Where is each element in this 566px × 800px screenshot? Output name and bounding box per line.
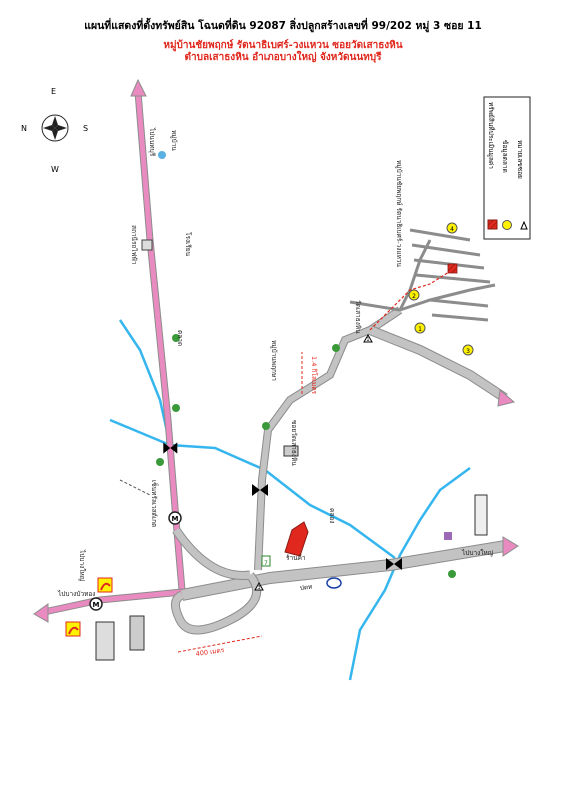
label-to-bangyai-left: ไปบางใหญ่	[78, 549, 86, 582]
tree-icon-3	[156, 458, 164, 466]
legend-soi-icon	[520, 220, 528, 230]
interchange-markers	[163, 442, 402, 570]
market-building-icon	[283, 445, 299, 457]
label-school: โรงเรียน	[184, 232, 192, 257]
soi-markers: 1 3	[254, 333, 373, 591]
legend: ทรัพย์สินที่ประเมินมูลค่า ข้อมูลตลาด หมา…	[483, 96, 531, 240]
tree-icon-4	[262, 422, 270, 430]
market-markers: 1 2 3 4	[408, 222, 474, 356]
label-to-bangbuathong: ไปบางบัวทอง	[57, 590, 95, 598]
label-distance-2: 400 เมตร	[195, 646, 225, 658]
market-marker-1-label: 1	[418, 326, 422, 333]
shop-building-icon	[129, 615, 145, 651]
tree-icon-7	[158, 151, 166, 159]
compass-rose: N S E W	[21, 87, 88, 174]
legend-label-soi: หมายเลขซอย	[516, 140, 524, 179]
label-to-bangyai-right: ไปบางใหญ่	[461, 549, 494, 557]
label-market: ตลาด	[176, 330, 184, 346]
village-streets	[349, 228, 496, 322]
route-to-property	[369, 269, 453, 331]
label-central: เซ็นทรัลเวสต์เกต	[150, 480, 159, 527]
market-marker-4-label: 4	[450, 226, 454, 233]
market-marker-2-label: 2	[412, 293, 416, 300]
soi-marker-3-label: 3	[257, 585, 260, 591]
house-icon-purple	[444, 532, 452, 540]
map-subtitle-village: หมู่บ้านชัยพฤกษ์ รัตนาธิเบศร์-วงแหวน ซอย…	[163, 40, 403, 51]
ptt-logo-icon	[326, 577, 342, 589]
label-to-nonthaburi: ไปนนทบุรี	[148, 127, 156, 157]
label-seven: 7	[264, 560, 268, 567]
arrow-west-left	[33, 603, 49, 623]
ring-road	[171, 527, 519, 635]
label-canal: คลอง	[328, 508, 336, 523]
label-village-left: หมู่บ้าน	[170, 130, 178, 151]
tree-icon-5	[332, 344, 340, 352]
legend-property-icon	[487, 219, 498, 230]
map-title: แผนที่แสดงที่ตั้งทรัพย์สิน โฉนดที่ดิน 92…	[84, 20, 482, 32]
label-soi-wat: ซอยวัดเสาธงหิน	[290, 420, 298, 466]
legend-label-market: ข้อมูลตลาด	[501, 140, 509, 173]
temple-building-icon	[474, 494, 488, 536]
label-village-chaiyapruek: หมู่บ้านชัยพฤกษ์ รัตนาธิเบศร์-วงแหวน	[395, 160, 403, 268]
seven-eleven-icon	[261, 555, 271, 567]
main-road	[33, 78, 186, 623]
distance-line	[177, 635, 263, 653]
subject-property-marker	[447, 263, 458, 274]
tree-icon-2	[172, 404, 180, 412]
school-building-icon	[141, 239, 153, 251]
tree-icon-6	[448, 570, 456, 578]
car-icon	[284, 521, 309, 557]
rail-station-markers: M M	[89, 511, 182, 611]
legend-market-icon	[502, 220, 512, 230]
arrow-southeast	[497, 389, 516, 407]
label-ptt: ปตท	[299, 583, 312, 592]
mall-building-icon	[95, 621, 115, 661]
label-shop: ร้านค้า	[286, 554, 306, 562]
label-rail-station: สถานีรถไฟฟ้า	[130, 225, 138, 265]
compass-south: S	[83, 124, 88, 133]
label-temple: วัดเสาธงหิน	[354, 300, 362, 334]
arrow-north-up	[130, 78, 147, 97]
rail-station-m-2: M	[93, 601, 100, 609]
map-labels: ไปนนทบุรี หมู่บ้าน โรงเรียน สถานีรถไฟฟ้า…	[57, 127, 494, 658]
soi-wat-road	[254, 306, 516, 571]
dashed-boundary	[119, 479, 151, 496]
landmarks	[65, 151, 488, 661]
legend-label-property: ทรัพย์สินที่ประเมินมูลค่า	[487, 102, 496, 169]
rail-station-m-1: M	[172, 515, 179, 523]
label-village-brand: หมู่บ้านพฤกษา	[270, 340, 278, 381]
map-subtitle-address: ตำบลเสาธงหิน อำเภอบางใหญ่ จังหวัดนนทบุรี	[184, 52, 382, 63]
label-distance-1: 1.4 กิโลเมตร	[310, 356, 318, 395]
arrow-east-right	[502, 536, 519, 557]
river-east	[348, 466, 471, 681]
market-marker-3-label: 3	[466, 348, 470, 355]
compass-west: W	[51, 165, 59, 174]
compass-north: N	[21, 124, 27, 133]
tree-icon-1	[172, 334, 180, 342]
compass-east: E	[51, 87, 56, 96]
soi-marker-1-label: 1	[366, 337, 369, 343]
